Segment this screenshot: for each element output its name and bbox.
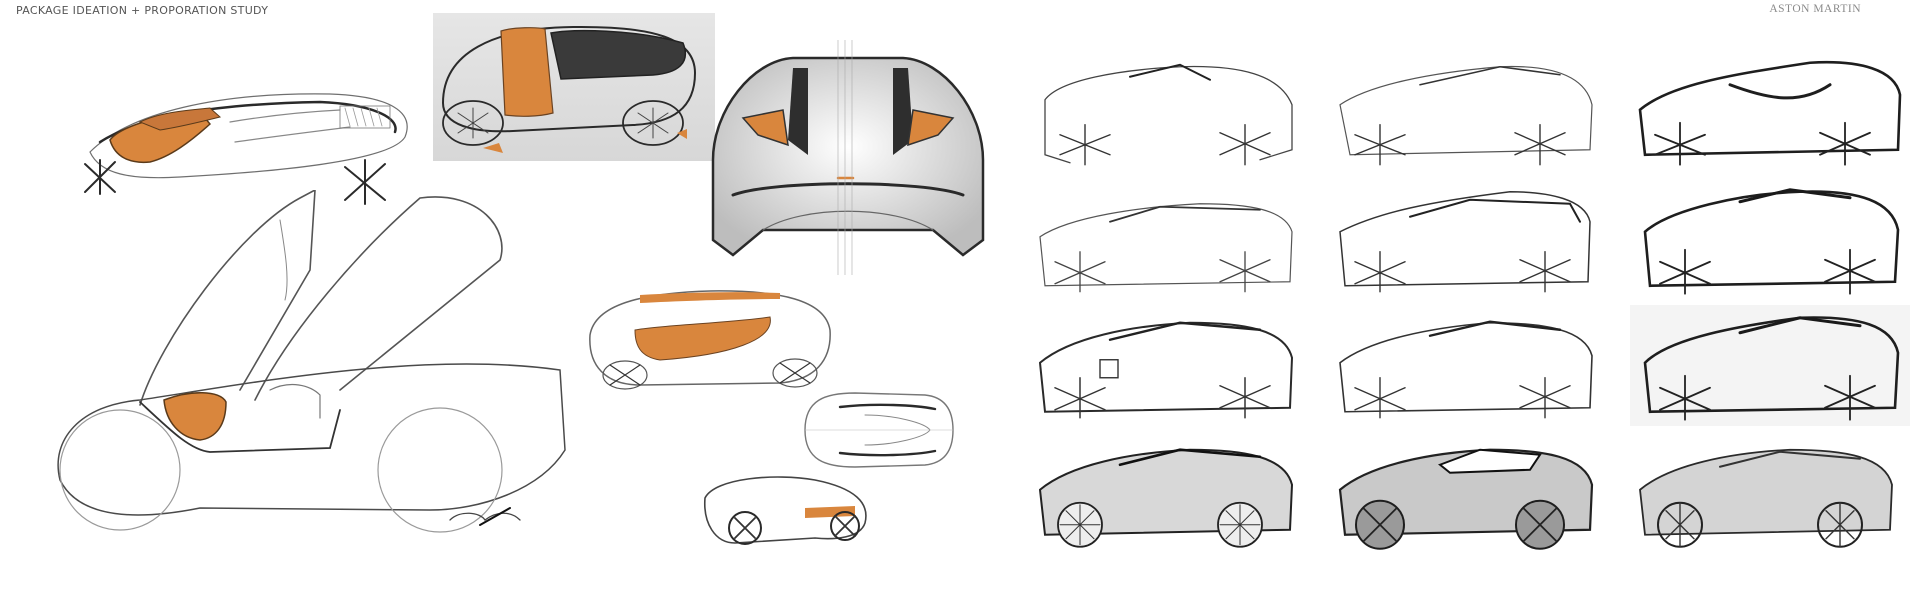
sketch-top-view-interior: [70, 82, 435, 212]
thumbnail-r3c2: [1330, 305, 1610, 426]
proportion-study-grid: [1030, 52, 1910, 552]
thumbnail-r2c3: [1630, 179, 1910, 300]
thumbnail-r1c3: [1630, 52, 1910, 173]
thumbnail-r1c1: [1030, 52, 1310, 173]
sketch-low-three-quarter: [695, 468, 875, 553]
sketch-side-profile-orange: [580, 285, 840, 400]
thumbnail-r2c2: [1330, 179, 1610, 300]
sketch-rear-view: [693, 40, 998, 275]
thumbnail-r4c2: [1330, 432, 1610, 553]
sketch-gullwing-side-view: [40, 190, 585, 550]
thumbnail-r1c2: [1330, 52, 1610, 173]
thumbnail-r3c1: [1030, 305, 1310, 426]
thumbnail-r4c1: [1030, 432, 1310, 553]
sketch-plan-view: [795, 385, 955, 475]
brand-wordmark: ASTON MARTIN: [1769, 3, 1861, 15]
thumbnail-r4c3: [1630, 432, 1910, 553]
sketch-overhead-grey-panel: [433, 13, 715, 161]
page-title: PACKAGE IDEATION + PROPORATION STUDY: [16, 4, 269, 17]
thumbnail-r3c3: [1630, 305, 1910, 426]
thumbnail-r2c1: [1030, 179, 1310, 300]
